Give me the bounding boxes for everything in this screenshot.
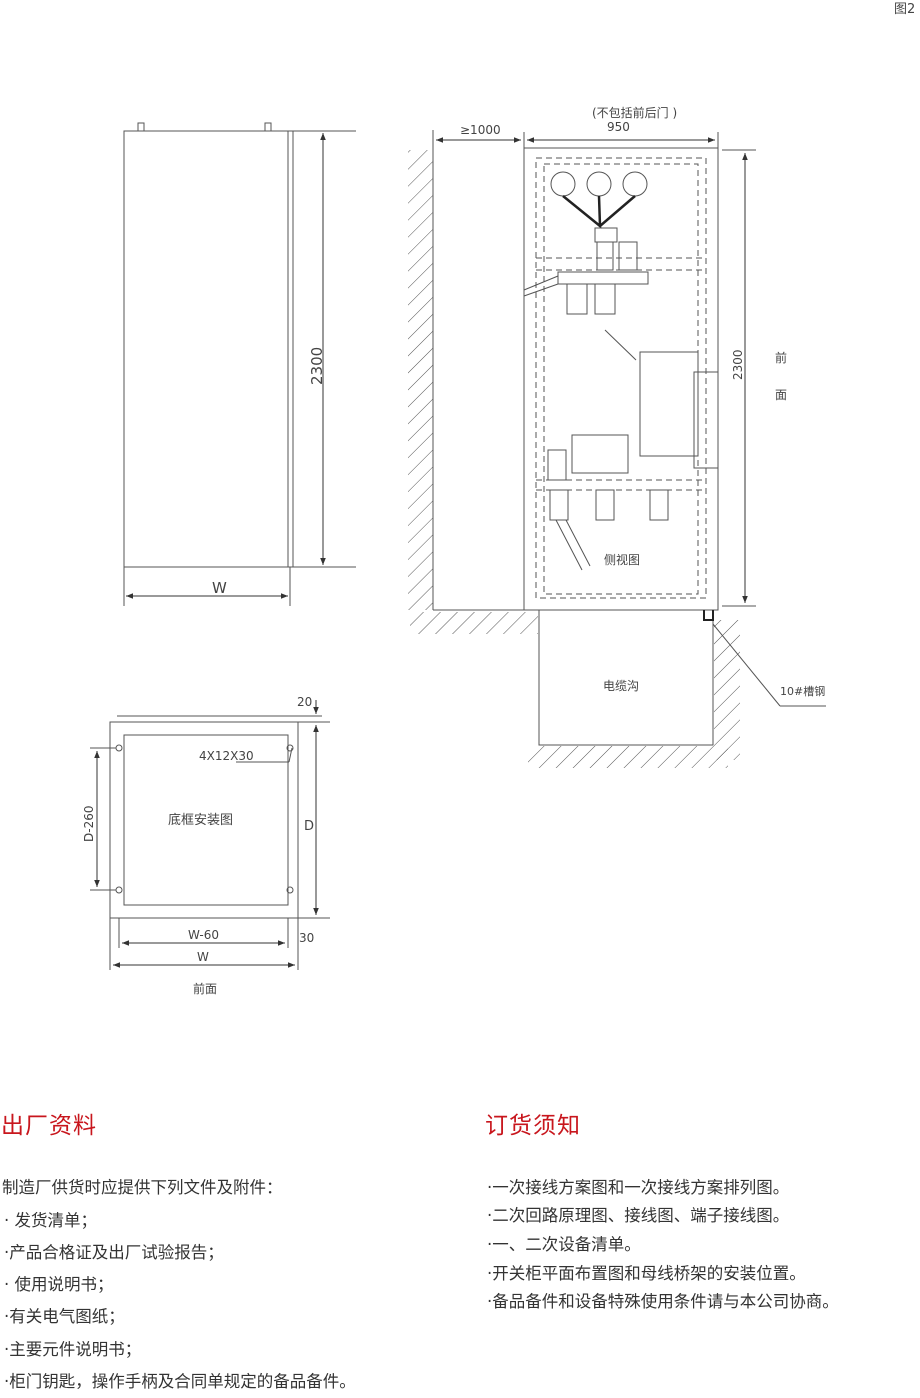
clearance-dim: ≥1000 xyxy=(460,123,501,137)
order-notes-item: ·二次回路原理图、接线图、端子接线图。 xyxy=(487,1206,790,1225)
order-notes-title: 订货须知 xyxy=(485,1113,581,1139)
factory-docs-item: · 使用说明书； xyxy=(4,1275,114,1294)
front-label-2: 面 xyxy=(775,388,787,402)
depth-dim-label: D xyxy=(304,819,314,834)
inner-width-dim: W-60 xyxy=(188,928,219,942)
front-label-1: 前 xyxy=(775,350,787,365)
side-offset-dim: 30 xyxy=(299,931,314,945)
factory-docs-item: ·产品合格证及出厂试验报告； xyxy=(4,1243,224,1262)
order-notes-item: ·一次接线方案图和一次接线方案排列图。 xyxy=(487,1178,790,1197)
side-view-caption: 侧视图 xyxy=(604,552,640,567)
base-frame-view xyxy=(90,700,330,970)
figure-label: 图2 xyxy=(894,2,915,17)
factory-docs-item: ·柜门钥匙，操作手柄及合同单规定的备品备件。 xyxy=(4,1372,356,1391)
side-view xyxy=(408,130,826,768)
order-notes-item: ·一、二次设备清单。 xyxy=(487,1235,641,1254)
channel-steel-label: 10#槽钢 xyxy=(780,685,825,698)
factory-docs-intro: 制造厂供货时应提供下列文件及附件： xyxy=(2,1178,283,1197)
front-height-dim: 2300 xyxy=(308,347,326,385)
base-frame-caption: 底框安装图 xyxy=(168,812,233,828)
order-notes-item: ·开关柜平面布置图和母线桥架的安装位置。 xyxy=(487,1264,806,1283)
base-front-label: 前面 xyxy=(193,981,217,996)
depth-note: (不包括前后门 ) xyxy=(592,105,677,120)
factory-docs-title: 出厂资料 xyxy=(1,1113,97,1139)
depth-dim: 950 xyxy=(607,120,630,134)
cable-trench-label: 电缆沟 xyxy=(603,679,639,693)
order-notes-item: ·备品备件和设备特殊使用条件请与本公司协商。 xyxy=(487,1292,839,1311)
base-width-dim: W xyxy=(197,950,209,964)
factory-docs-item: · 发货清单； xyxy=(4,1211,97,1230)
technical-drawing: 图2 2300 W xyxy=(82,2,915,996)
inner-depth-dim: D-260 xyxy=(82,806,96,842)
factory-docs-item: ·有关电气图纸； xyxy=(4,1307,125,1326)
factory-docs-item: ·主要元件说明书； xyxy=(4,1340,142,1359)
front-view xyxy=(123,122,356,606)
side-height-dim: 2300 xyxy=(731,349,745,380)
hole-spec: 4X12X30 xyxy=(199,749,254,763)
front-width-dim: W xyxy=(212,579,227,597)
top-offset-dim: 20 xyxy=(297,695,312,709)
